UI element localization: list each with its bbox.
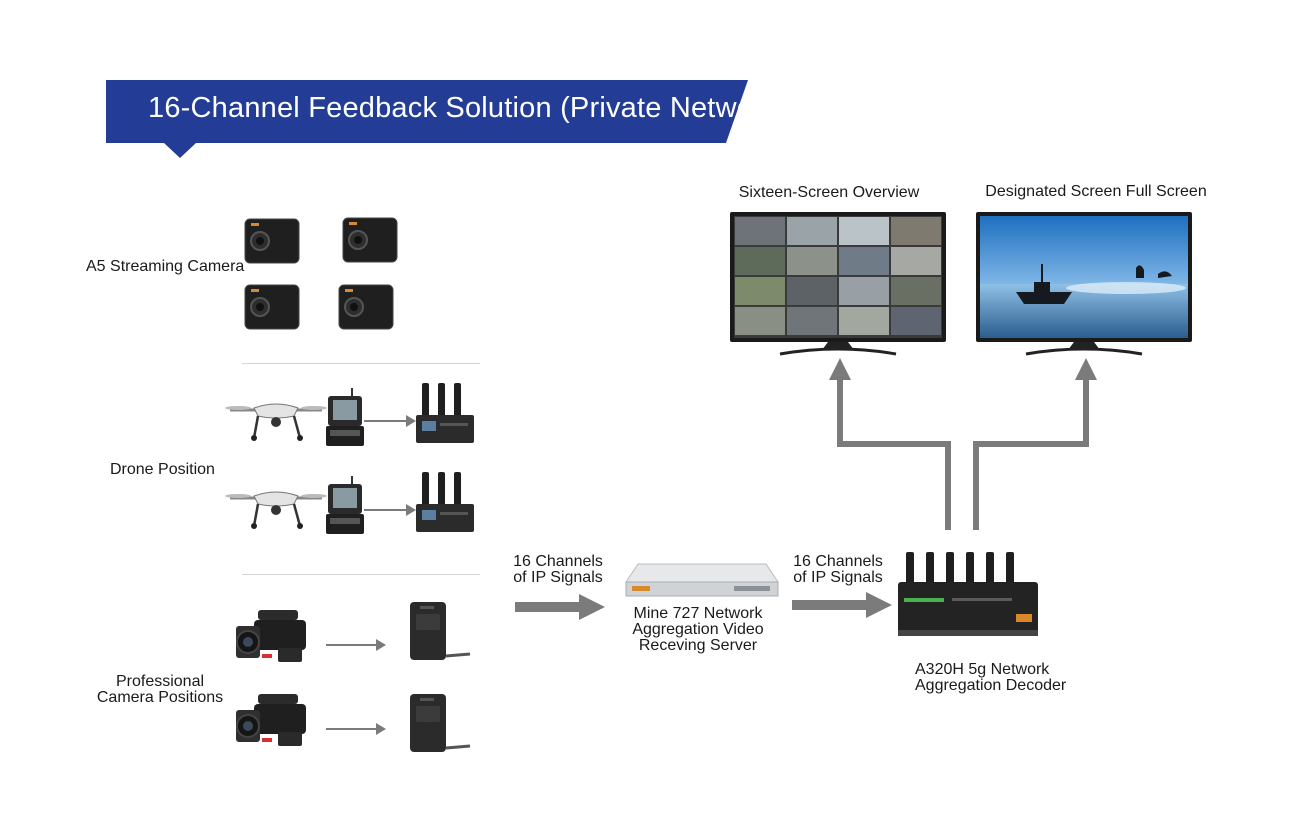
streaming-camera-icon (244, 218, 300, 264)
controller-icon (326, 476, 364, 534)
streaming-camera-icon (338, 284, 394, 330)
flow-arrow-icon (515, 594, 605, 620)
arrow-icon (326, 639, 386, 651)
fullscreen-label: Designated Screen Full Screen (985, 183, 1207, 200)
pro-camera-label-line2: Camera Positions (96, 689, 224, 706)
flow-arrow-icon (792, 592, 892, 618)
drone-icon (225, 403, 327, 441)
server-label-line3: Receving Server (638, 637, 758, 654)
arrow-icon (364, 504, 416, 516)
streaming-camera-icon (244, 284, 300, 330)
arrow-icon (326, 723, 386, 735)
signals-label-1-line2: of IP Signals (513, 569, 603, 586)
pro-camera-label-line1: Professional (115, 673, 205, 690)
section-divider (242, 363, 480, 364)
camcorder-icon (236, 610, 306, 662)
camcorder-icon (236, 694, 306, 746)
title-banner: 16-Channel Feedback Solution (Private Ne… (106, 80, 787, 158)
encoder-pack-icon (410, 602, 471, 660)
decoder-icon (898, 552, 1038, 636)
monitor-grid-icon (730, 212, 946, 356)
rack-server-icon (625, 563, 779, 597)
transmitter-icon (416, 472, 474, 532)
section-divider (242, 574, 480, 575)
overview-label: Sixteen-Screen Overview (738, 184, 920, 201)
decoder-label-line1: A320H 5g Network (915, 661, 1050, 678)
streaming-camera-icon (342, 217, 398, 263)
arrow-icon (364, 415, 416, 427)
output-connector-icon (829, 358, 1097, 530)
signals-label-1-line1: 16 Channels (513, 553, 603, 570)
signals-label-2-line2: of IP Signals (793, 569, 883, 586)
server-label-line1: Mine 727 Network (633, 605, 763, 622)
monitor-icon (976, 212, 1192, 356)
drone-icon (225, 491, 327, 529)
drone-label: Drone Position (110, 461, 215, 478)
encoder-pack-icon (410, 694, 471, 752)
server-label-line2: Aggregation Video (632, 621, 764, 638)
signals-label-2-line1: 16 Channels (793, 553, 883, 570)
controller-icon (326, 388, 364, 446)
page-title: 16-Channel Feedback Solution (Private Ne… (148, 92, 788, 124)
a5-camera-label: A5 Streaming Camera (86, 258, 245, 275)
video-tile-grid (735, 217, 941, 335)
banner-shape (106, 80, 748, 158)
decoder-label-line2: Aggregation Decoder (915, 677, 1067, 694)
transmitter-icon (416, 383, 474, 443)
